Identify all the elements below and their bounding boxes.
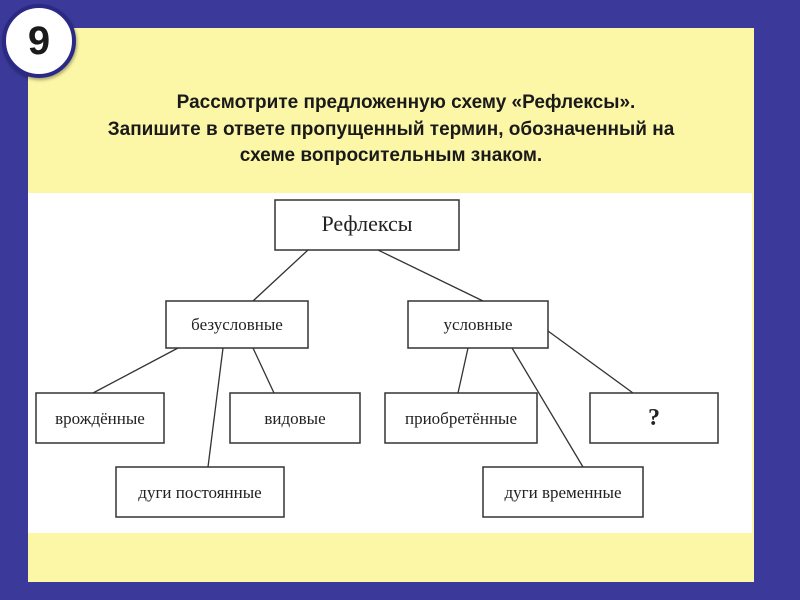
- edge-root-unconditioned: [252, 249, 309, 302]
- node-unconditioned: безусловные: [165, 300, 309, 349]
- node-innate: врождённые: [35, 392, 165, 444]
- node-temporary-arcs-label: дуги временные: [504, 483, 621, 502]
- node-conditioned: условные: [407, 300, 549, 349]
- node-acquired: приобретённые: [384, 392, 538, 444]
- edge-conditioned-unknown: [547, 330, 634, 394]
- node-unknown: ?: [589, 392, 719, 444]
- reflex-diagram: Рефлексы безусловные условные врождённые…: [28, 193, 752, 533]
- question-line-2: Запишите в ответе пропущенный термин, об…: [107, 118, 675, 140]
- question-line-1: Рассмотрите предложенную схему «Рефлексы…: [176, 92, 636, 113]
- question-number: 9: [27, 18, 51, 63]
- node-permanent-arcs-label: дуги постоянные: [138, 483, 261, 502]
- node-species-label: видовые: [264, 409, 325, 428]
- node-root-label: Рефлексы: [321, 211, 412, 236]
- node-unknown-label: ?: [648, 405, 660, 431]
- reflex-diagram-svg: Рефлексы безусловные условные врождённые…: [35, 199, 719, 518]
- node-root: Рефлексы: [274, 199, 460, 251]
- node-acquired-label: приобретённые: [405, 409, 517, 428]
- node-unconditioned-label: безусловные: [191, 315, 283, 334]
- edge-conditioned-acquired: [457, 347, 469, 394]
- edge-unconditioned-permanent: [207, 347, 224, 468]
- question-text: Рассмотрите предложенную схему «Рефлексы…: [28, 90, 754, 170]
- edge-unconditioned-species: [252, 347, 275, 394]
- node-species: видовые: [229, 392, 361, 444]
- node-temporary-arcs: дуги временные: [482, 466, 644, 518]
- question-line-3: схеме вопросительным знаком.: [239, 145, 543, 167]
- edge-unconditioned-innate: [92, 347, 179, 394]
- node-innate-label: врождённые: [55, 409, 145, 428]
- node-conditioned-label: условные: [443, 315, 512, 334]
- question-number-badge: 9: [2, 4, 76, 78]
- edge-root-conditioned: [377, 249, 484, 302]
- node-permanent-arcs: дуги постоянные: [115, 466, 285, 518]
- edge-conditioned-temporary: [511, 347, 584, 468]
